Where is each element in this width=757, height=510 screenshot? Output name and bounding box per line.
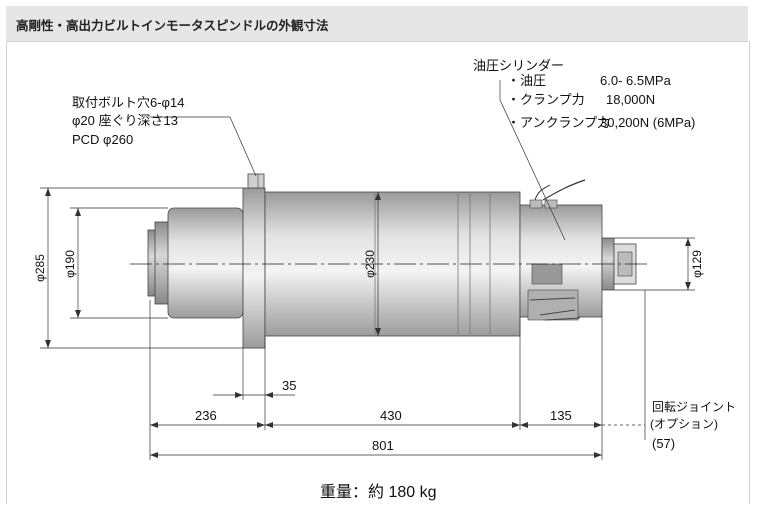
cylinder-title: 油圧シリンダー [473, 58, 564, 73]
cylinder-unclamp-value: 30,200N (6MPa) [600, 115, 695, 130]
rotary-joint-dim: (57) [652, 436, 675, 451]
content-frame [6, 41, 750, 504]
spindle-nose [147, 207, 244, 319]
cylinder-clamp-value: 18,000N [606, 92, 655, 107]
cylinder-unclamp-label: ・アンクランプ力 [507, 115, 610, 130]
dim-236: 236 [195, 408, 217, 423]
rotary-joint-label: 回転ジョイント [652, 400, 736, 414]
dim-d230: φ230 [363, 250, 377, 278]
title-bar: 高剛性・高出力ビルトインモータスピンドルの外観寸法 [6, 6, 748, 42]
dim-135: 135 [550, 408, 572, 423]
dim-430: 430 [380, 408, 402, 423]
mounting-flange [242, 173, 266, 349]
length-arrows [150, 392, 602, 458]
dim-801: 801 [372, 438, 394, 453]
cylinder-clamp-label: ・クランプ力 [507, 92, 585, 107]
length-dimensions [149, 290, 646, 460]
diameter-dimensions [40, 187, 695, 349]
cylinder-pressure-value: 6.0- 6.5MPa [600, 73, 672, 88]
leader-lines [150, 80, 566, 241]
bolt-callout-3: PCD φ260 [72, 132, 133, 147]
bolt-callout-1: 取付ボルト穴6-φ14 [72, 95, 184, 110]
hydraulic-cylinder [519, 179, 603, 321]
dim-d190: φ190 [63, 250, 77, 278]
bolt-callout-2: φ20 座ぐり深さ13 [72, 113, 178, 128]
page-title: 高剛性・高出力ビルトインモータスピンドルの外観寸法 [16, 18, 329, 33]
dim-d285: φ285 [33, 254, 47, 282]
dim-35: 35 [282, 378, 296, 393]
dimension-arrows [45, 188, 691, 348]
cylinder-pressure-label: ・油圧 [507, 73, 546, 88]
dim-d129: φ129 [690, 250, 704, 278]
rotary-joint-option: (オプション) [650, 417, 718, 431]
weight-label: 重量：約 180 kg [320, 484, 437, 501]
